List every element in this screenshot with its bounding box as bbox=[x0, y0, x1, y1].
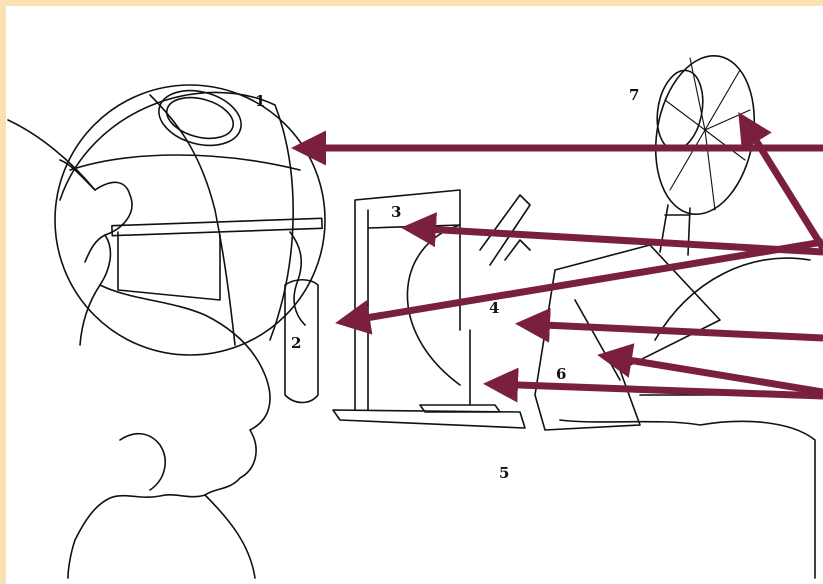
water-clock bbox=[284, 278, 319, 404]
arrow-to-label-4 bbox=[515, 307, 823, 343]
gnomon-semicircle bbox=[406, 224, 461, 386]
statue-silhouette bbox=[7, 119, 271, 579]
label-5: 5 bbox=[499, 464, 510, 482]
illustration-frame bbox=[6, 6, 823, 584]
dome-curve bbox=[654, 257, 811, 341]
instrument-base bbox=[332, 404, 526, 429]
arrow-to-label-7 bbox=[738, 112, 823, 250]
label-6: 6 bbox=[556, 365, 567, 383]
arrow-to-label-2 bbox=[335, 238, 823, 335]
label-7: 7 bbox=[629, 86, 640, 104]
armillary-bracket bbox=[117, 231, 221, 301]
armillary-sphere bbox=[54, 84, 326, 356]
armillary-top-ring-inner bbox=[165, 96, 235, 140]
celestial-disc-spokes bbox=[664, 57, 751, 211]
armillary-top-ring bbox=[158, 89, 242, 147]
armillary-horizontal-bar bbox=[111, 217, 323, 237]
arrow-to-label-5 bbox=[483, 367, 823, 403]
rock-base bbox=[559, 419, 816, 579]
armillary-inner-ring bbox=[149, 94, 236, 346]
label-3: 3 bbox=[391, 203, 402, 221]
armillary-meridian-ring bbox=[59, 91, 294, 341]
celestial-disc bbox=[654, 54, 756, 216]
celestial-disc-back bbox=[656, 69, 704, 151]
statue-face bbox=[59, 159, 106, 346]
statue-lower-body bbox=[119, 432, 256, 579]
arrow-to-label-3 bbox=[401, 212, 823, 256]
label-4: 4 bbox=[489, 299, 500, 317]
arrow-to-label-6 bbox=[597, 343, 823, 396]
label-1: 1 bbox=[255, 92, 266, 110]
armillary-horizon-ring bbox=[69, 154, 301, 171]
label-2: 2 bbox=[291, 334, 302, 352]
